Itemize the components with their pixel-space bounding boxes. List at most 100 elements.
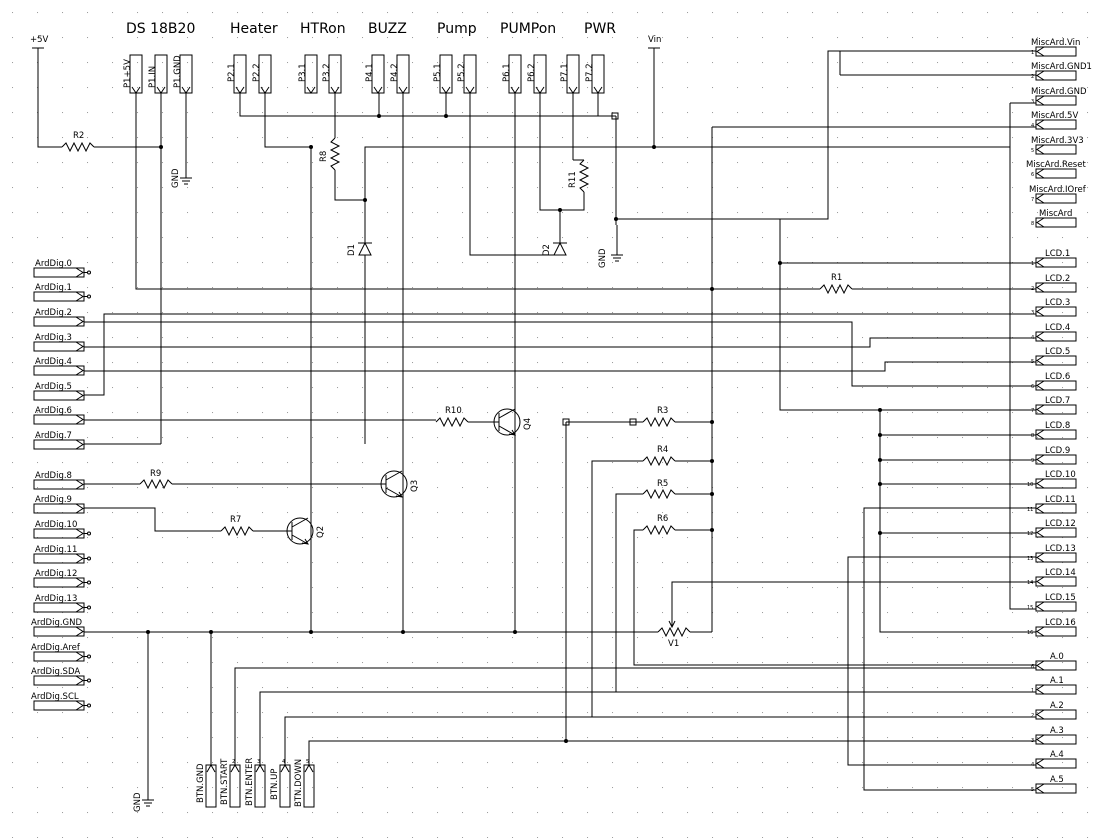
svg-text:LCD.10: LCD.10 [1045, 470, 1076, 480]
svg-text:5: 5 [1031, 148, 1034, 154]
header-ds18b20: DS 18B20 [126, 21, 195, 37]
svg-text:LCD.11: LCD.11 [1045, 495, 1076, 505]
svg-text:4: 4 [282, 759, 285, 765]
svg-text:ArdDig.6: ArdDig.6 [35, 406, 72, 416]
svg-text:R1: R1 [831, 273, 842, 283]
header-buzz: BUZZ [368, 21, 407, 37]
gnd-symbol-bottom: GND [133, 632, 154, 812]
svg-text:MiscArd.Reset: MiscArd.Reset [1026, 160, 1086, 170]
svg-text:BTN.DOWN: BTN.DOWN [294, 759, 304, 807]
ard-pin-scl: ArdDig.SCL [31, 692, 91, 711]
header-heater: Heater [230, 21, 278, 37]
gnd-symbol-p1: GND [171, 148, 192, 188]
misc-pin-last: MiscArd 8 [1031, 209, 1077, 228]
svg-text:D2: D2 [542, 244, 552, 256]
svg-text:1: 1 [1031, 261, 1034, 267]
svg-text:2: 2 [1031, 713, 1034, 719]
svg-text:8: 8 [1031, 221, 1034, 227]
ard-pin-10: ArdDig.10 [33, 520, 91, 539]
svg-text:ArdDig.13: ArdDig.13 [35, 594, 77, 604]
ard-pin-1: ArdDig.1 [33, 283, 91, 302]
svg-text:ArdDig.11: ArdDig.11 [35, 545, 77, 555]
svg-text:R5: R5 [657, 479, 668, 489]
svg-text:LCD.6: LCD.6 [1045, 372, 1070, 382]
svg-text:P2.2: P2.2 [252, 63, 262, 82]
svg-text:ArdDig.SDA: ArdDig.SDA [31, 667, 80, 677]
svg-text:3: 3 [1031, 99, 1034, 105]
misc-pin-3v3: MiscArd.3V3 5 [1031, 136, 1084, 155]
ard-pin-0: ArdDig.0 [33, 259, 91, 278]
header-htron: HTRon [300, 21, 346, 37]
svg-text:ArdDig.8: ArdDig.8 [35, 471, 72, 481]
misc-pin-ioref: MiscArd.IOref 7 [1029, 185, 1087, 204]
svg-text:6: 6 [1031, 384, 1034, 390]
svg-text:R9: R9 [150, 469, 161, 479]
svg-text:16: 16 [1027, 630, 1033, 636]
svg-text:LCD.5: LCD.5 [1045, 347, 1070, 357]
svg-text:10: 10 [1027, 482, 1033, 488]
svg-text:ArdDig.10: ArdDig.10 [35, 520, 77, 530]
misc-pin-gnd: MiscArd.GND 3 [1031, 87, 1087, 106]
svg-text:11: 11 [1027, 507, 1033, 513]
svg-text:A.4: A.4 [1050, 750, 1064, 760]
svg-text:LCD.8: LCD.8 [1045, 421, 1070, 431]
ard-pin-11: ArdDig.11 [33, 545, 91, 564]
svg-text:MiscArd.Vin: MiscArd.Vin [1031, 38, 1080, 48]
svg-text:+5V: +5V [30, 35, 49, 45]
arduino-digital-connector: ArdDig.0 ArdDig.1 ArdDig.2 ArdDig.3 ArdD… [31, 259, 91, 711]
svg-text:R2: R2 [73, 131, 84, 141]
svg-text:A.0: A.0 [1050, 652, 1064, 662]
svg-text:2: 2 [232, 759, 235, 765]
resistor-r8: R8 [319, 137, 341, 171]
resistor-r9: R9 [139, 469, 173, 490]
svg-text:ArdDig.9: ArdDig.9 [35, 495, 72, 505]
misc-pin-reset: MiscArd.Reset 6 [1026, 160, 1086, 179]
svg-text:2: 2 [1031, 74, 1034, 80]
svg-text:P5.1: P5.1 [433, 63, 443, 82]
resistor-r4: R4 [642, 445, 676, 467]
svg-text:BTN.UP: BTN.UP [270, 769, 280, 800]
misc-pin-5v: MiscArd.5V 4 [1031, 111, 1078, 130]
svg-text:A.5: A.5 [1050, 775, 1064, 785]
svg-text:ArdDig.Aref: ArdDig.Aref [31, 643, 81, 653]
p5v-symbol: +5V [30, 35, 49, 62]
svg-text:ArdDig.7: ArdDig.7 [35, 431, 72, 441]
svg-text:MiscArd: MiscArd [1039, 209, 1072, 219]
svg-text:P3.2: P3.2 [322, 63, 332, 82]
svg-text:ArdDig.4: ArdDig.4 [35, 357, 72, 367]
svg-text:LCD.16: LCD.16 [1045, 618, 1076, 628]
svg-text:LCD.7: LCD.7 [1045, 396, 1070, 406]
ard-pin-aref: ArdDig.Aref [31, 643, 91, 662]
svg-text:MiscArd.IOref: MiscArd.IOref [1029, 185, 1087, 195]
svg-text:BTN.START: BTN.START [220, 758, 230, 805]
resistor-r11: R11 [568, 159, 590, 193]
svg-text:15: 15 [1027, 605, 1033, 611]
svg-text:12: 12 [1027, 531, 1033, 537]
svg-text:LCD.13: LCD.13 [1045, 544, 1076, 554]
svg-text:4: 4 [1031, 123, 1034, 129]
lcd-connector: LCD.11 LCD.22 LCD.33 LCD.44 LCD.55 LCD.6… [1027, 249, 1077, 637]
svg-text:P1.GND: P1.GND [173, 55, 183, 88]
svg-text:R8: R8 [319, 151, 329, 162]
svg-text:ArdDig.5: ArdDig.5 [35, 382, 72, 392]
ard-pin-13: ArdDig.13 [33, 594, 91, 613]
svg-text:LCD.4: LCD.4 [1045, 323, 1070, 333]
svg-text:MiscArd.GND1: MiscArd.GND1 [1031, 62, 1092, 72]
svg-text:LCD.1: LCD.1 [1045, 249, 1070, 259]
analog-pin-a1: A.11 [1031, 676, 1077, 695]
svg-text:MiscArd.5V: MiscArd.5V [1031, 111, 1078, 121]
svg-text:ArdDig.1: ArdDig.1 [35, 283, 72, 293]
header-pwr: PWR [584, 21, 616, 37]
wires [37, 50, 1036, 791]
svg-text:P4.1: P4.1 [365, 63, 375, 82]
gnd-symbol-pwr: GND [598, 225, 623, 268]
svg-text:LCD.12: LCD.12 [1045, 519, 1076, 529]
resistor-r1: R1 [819, 273, 853, 295]
ard-pin-12: ArdDig.12 [33, 569, 91, 588]
header-pumpon: PUMPon [500, 21, 556, 37]
svg-text:P7.2: P7.2 [585, 63, 595, 82]
transistors: Q2 Q3 Q4 [286, 408, 533, 545]
